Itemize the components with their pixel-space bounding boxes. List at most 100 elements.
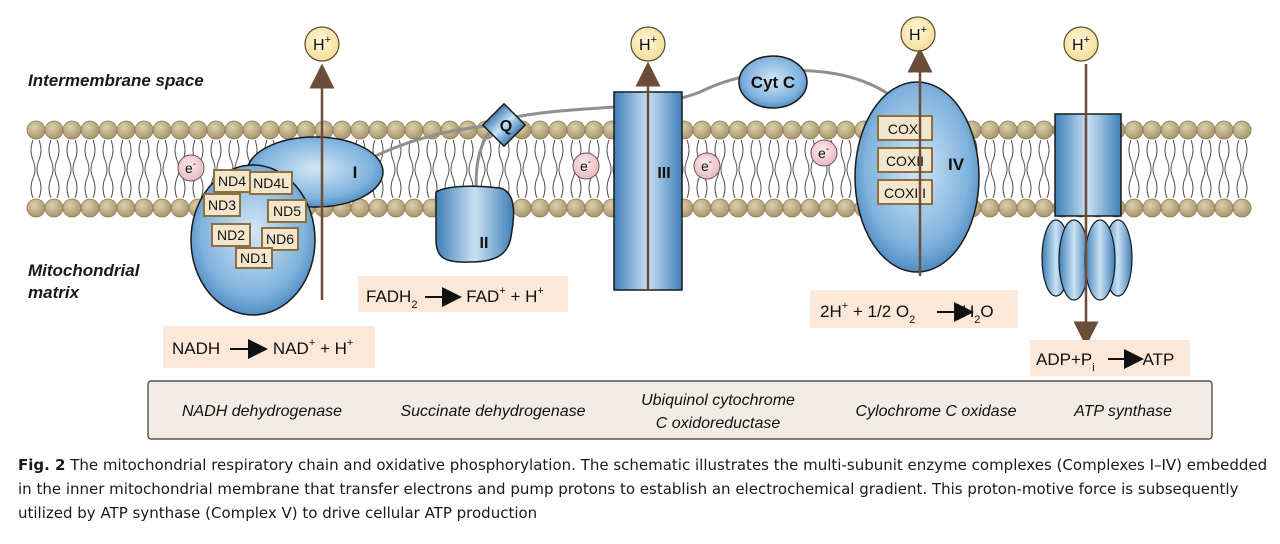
lipid-tail [1146, 139, 1152, 179]
lipid-tail [990, 139, 996, 179]
matrix-label-line1: Mitochondrial [28, 261, 141, 280]
intermembrane-space-label: Intermembrane space [28, 71, 204, 90]
lipid-head-inner [152, 198, 172, 218]
ubiquinone: Q [481, 102, 527, 148]
lipid-tail [578, 177, 582, 199]
cytochrome-c: Cyt C [738, 55, 808, 109]
lipid-tail [498, 139, 504, 179]
lipid-head-outer [584, 120, 604, 140]
proton-label: H+ [909, 24, 927, 44]
lipid-head-outer [242, 120, 262, 140]
lipid-head-inner [548, 198, 568, 218]
lipid-head-inner [350, 198, 370, 218]
lipid-tail [1244, 177, 1248, 199]
lipid-tail [462, 139, 468, 179]
lipid-tail [1002, 139, 1008, 179]
proton-label: H+ [1072, 34, 1090, 54]
matrix-label-line2: matrix [28, 283, 81, 302]
lipid-head-outer [692, 120, 712, 140]
lipid-tail [776, 177, 780, 199]
lipid-tail [822, 177, 826, 199]
lipid-head-outer [746, 120, 766, 140]
reaction-fadh-text: FADH2 FAD+ + H+ [366, 279, 544, 312]
lipid-tail [156, 177, 160, 199]
lipid-tail [1218, 177, 1222, 199]
lipid-tail [1224, 139, 1230, 179]
lipid-head-outer [800, 120, 820, 140]
lipid-tail [162, 139, 168, 179]
lipid-head-outer [1196, 120, 1216, 140]
lipid-tail [1038, 177, 1042, 199]
lipid-head-outer [260, 120, 280, 140]
lipid-tail [722, 177, 726, 199]
lipid-tail [120, 177, 124, 199]
lipid-head-inner [710, 198, 730, 218]
complex-iii-label: III [657, 165, 670, 182]
lipid-head-outer [116, 120, 136, 140]
lipid-head-outer [386, 120, 406, 140]
lipid-tail [102, 139, 108, 179]
proton-label: H+ [313, 34, 331, 54]
lipid-head-inner [134, 198, 154, 218]
electron-label: e- [185, 159, 196, 176]
lipid-tail [110, 177, 114, 199]
lipid-tail [1206, 139, 1212, 179]
lipid-tail [426, 177, 430, 199]
lipid-head-inner [782, 198, 802, 218]
proton-circle [1063, 26, 1099, 62]
proton-markers: H+H+H+H+ [304, 16, 1099, 62]
lipid-head-inner [1016, 198, 1036, 218]
lipid-tail [1218, 139, 1224, 179]
lipid-tail [74, 177, 78, 199]
lipid-head-inner [26, 198, 46, 218]
lipid-head-inner [386, 198, 406, 218]
lipid-tail [1236, 177, 1240, 199]
lipid-tail [1134, 139, 1140, 179]
reaction-oxygen: 2H+ + 1/2 O2 H2O [810, 290, 1018, 328]
lipid-tail [38, 177, 42, 199]
lipid-tail [1136, 177, 1140, 199]
lipid-tail [1020, 139, 1026, 179]
lipid-head-outer [566, 120, 586, 140]
complex-i-subunit-box [203, 193, 241, 217]
lipid-tail [524, 177, 528, 199]
lipid-tail [30, 139, 36, 179]
lipid-head-inner [818, 198, 838, 218]
complex-iv-label: IV [948, 155, 965, 174]
quinone-diamond [481, 102, 527, 148]
lipid-tail [846, 139, 852, 179]
lipid-head-outer [278, 120, 298, 140]
complex-i-subunit-label: ND1 [240, 250, 268, 266]
lipid-head-outer [530, 120, 550, 140]
lipid-tail [398, 177, 402, 199]
lipid-tail [390, 177, 394, 199]
lipid-head-outer [404, 120, 424, 140]
lipid-head-outer [1016, 120, 1036, 140]
lipid-tail [120, 139, 126, 179]
complex-i-subunit-label: ND4L [253, 175, 289, 191]
lipid-head-inner [980, 198, 1000, 218]
lipid-tail [570, 177, 574, 199]
lipid-tail [1182, 139, 1188, 179]
lipid-head-outer [368, 120, 388, 140]
lipid-tail [102, 177, 106, 199]
lipid-tail [408, 177, 412, 199]
lipid-head-outer [80, 120, 100, 140]
atp-synthase-f1-ring-4 [1084, 219, 1116, 301]
figure-caption: Fig. 2 The mitochondrial respiratory cha… [18, 453, 1268, 525]
lipid-tail [1172, 177, 1176, 199]
lipid-tail [804, 139, 810, 179]
lipid-head-inner [1232, 198, 1252, 218]
legend-complex-v: ATP synthase [1073, 403, 1172, 420]
lipid-tail [200, 177, 204, 199]
lipid-tail [792, 139, 798, 179]
lipid-tail [804, 177, 808, 199]
lipid-tail [182, 177, 186, 199]
lipid-tail [768, 177, 772, 199]
reaction-nadh: NADH NAD+ + H+ [163, 326, 375, 368]
lipid-tail [684, 139, 690, 179]
complex-i-subunit-box [249, 171, 293, 195]
lipid-tail [66, 177, 70, 199]
